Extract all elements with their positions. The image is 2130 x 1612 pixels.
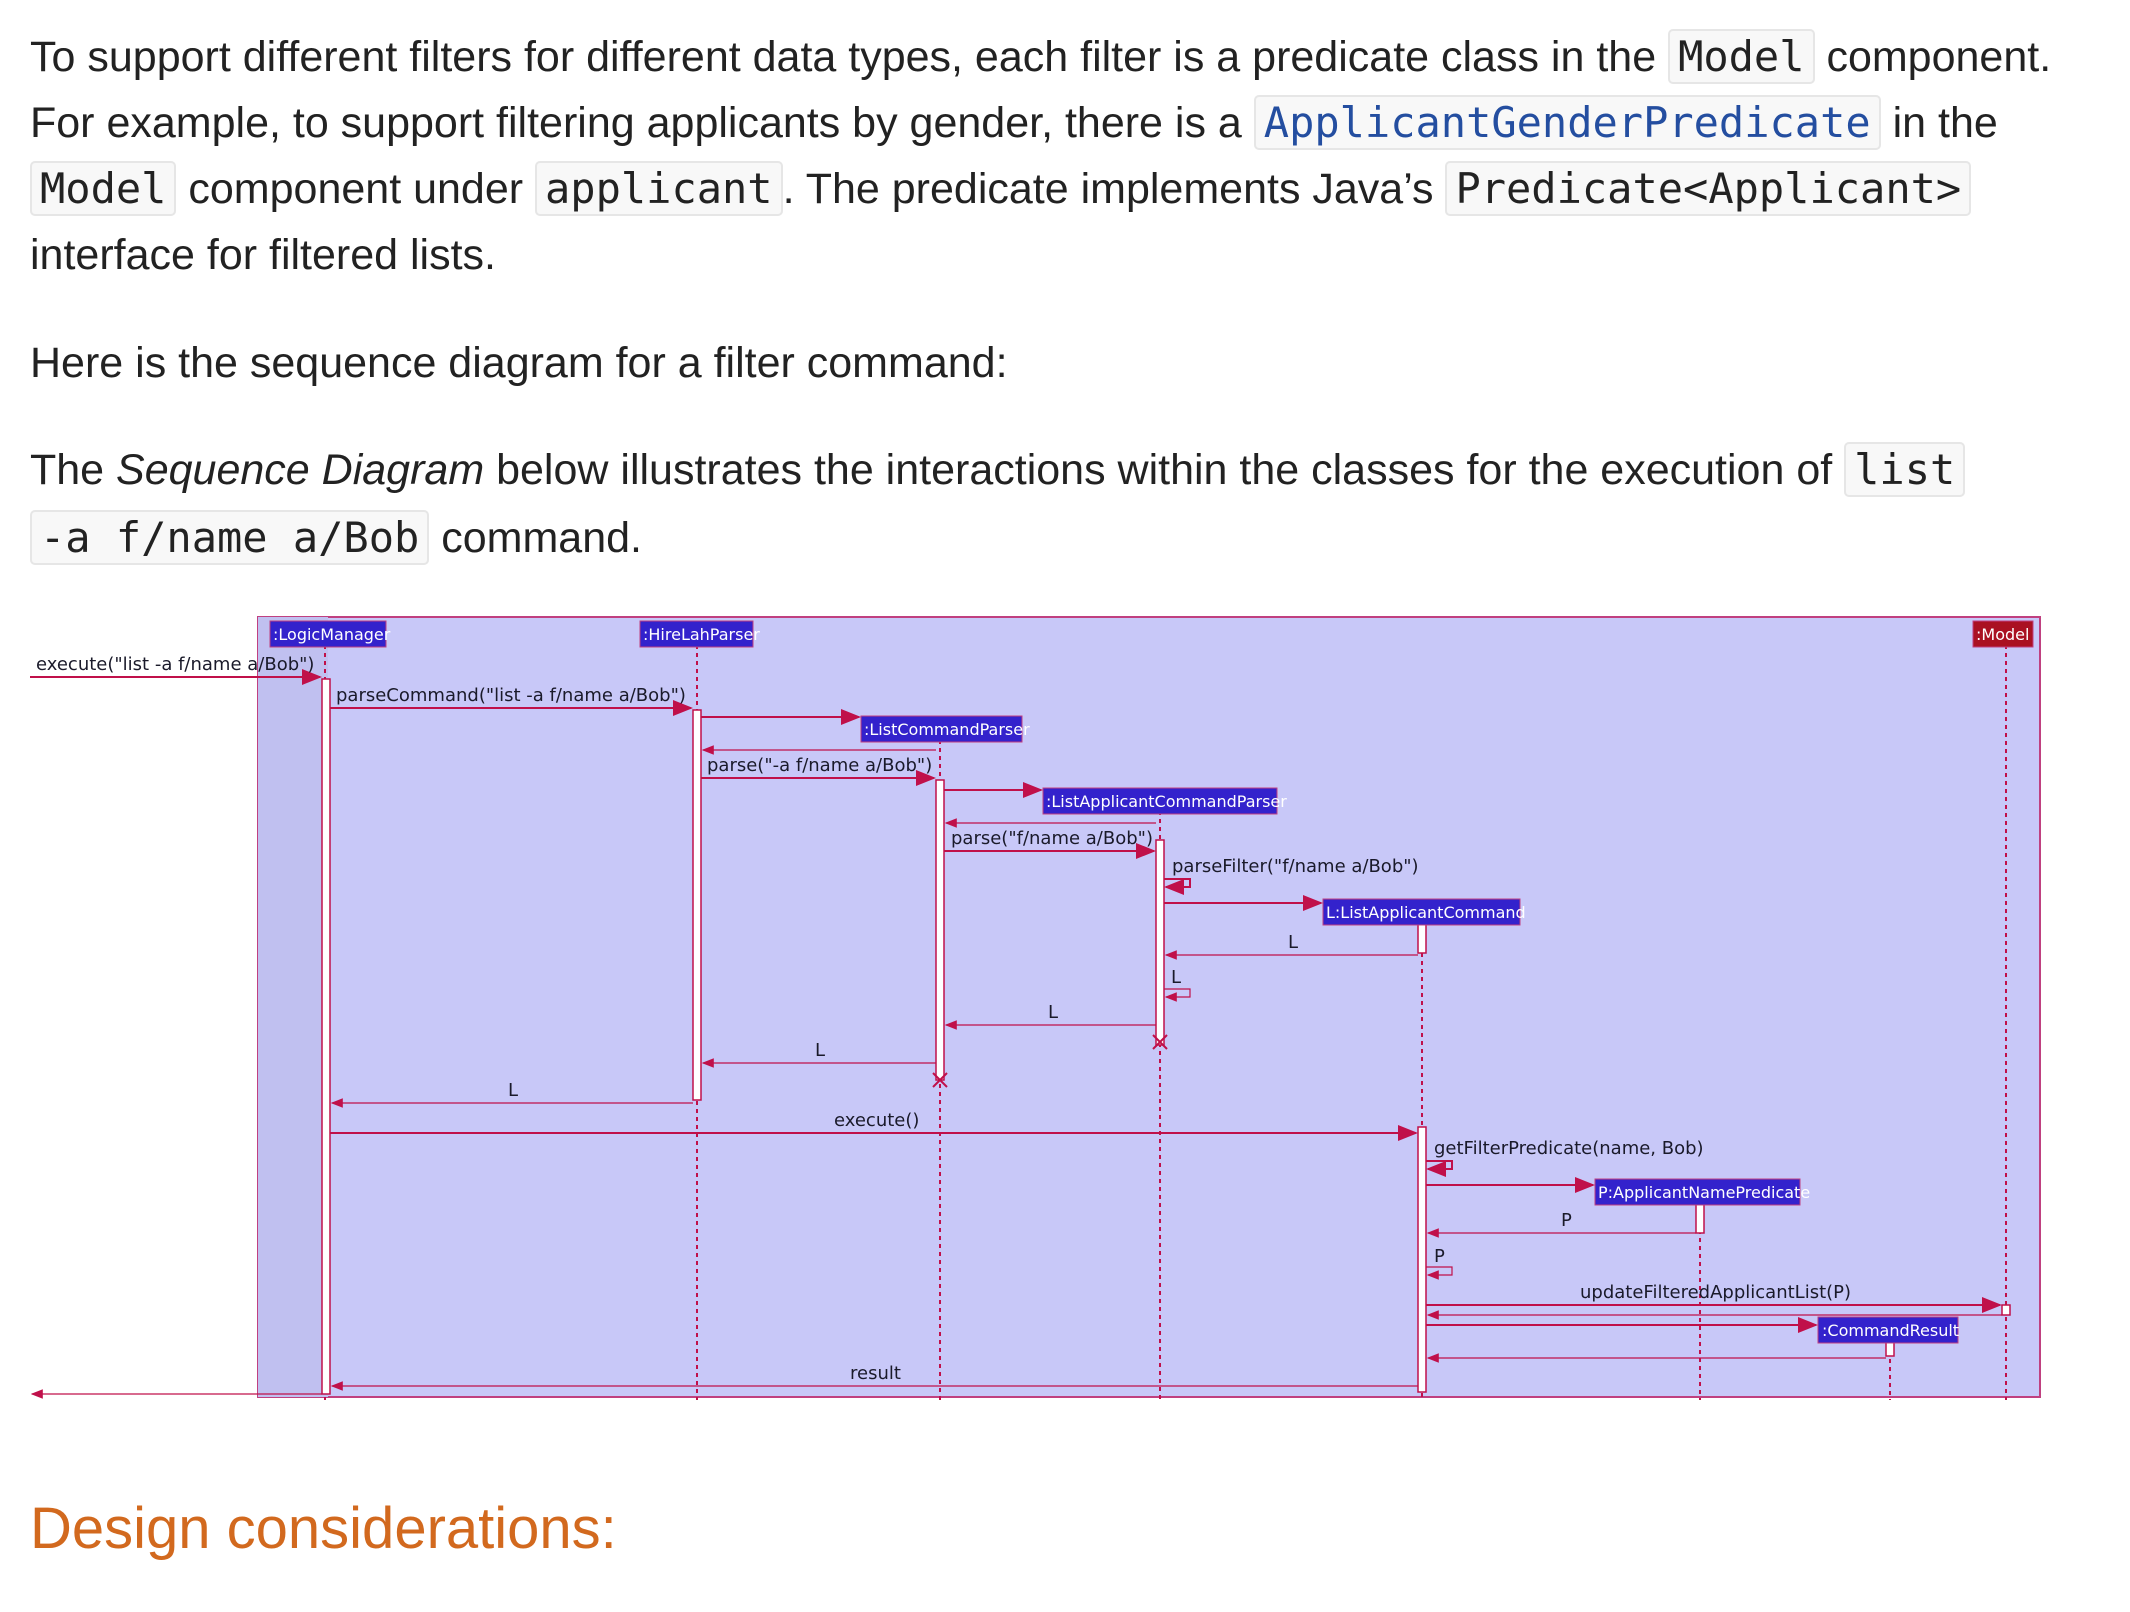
participant-model-box (1972, 620, 2034, 648)
label-return-l1: L (1288, 932, 1298, 953)
destroy-mark-listcommandparser (932, 1072, 948, 1088)
code-predicate-applicant: Predicate<Applicant> (1445, 161, 1972, 216)
arrow-parse-filter (1164, 878, 1191, 895)
text: component under (176, 165, 536, 213)
activation-commandresult (1885, 1341, 1895, 1357)
label-return-l4: L (815, 1040, 825, 1061)
label-get-filter-predicate: getFilterPredicate(name, Bob) (1434, 1138, 1704, 1159)
text: in the (1880, 99, 1998, 147)
participant-applicantnamepredicate: P:ApplicantNamePredicate (1598, 1183, 1810, 1202)
sequence-description-paragraph: The Sequence Diagram below illustrates t… (30, 437, 1966, 571)
participant-listapplicantcommandparser-box (1042, 787, 1278, 815)
activation-listapplicantcommandparser (1155, 839, 1165, 1046)
label-update-filtered: updateFilteredApplicantList(P) (1580, 1282, 1851, 1303)
label-parse-filter: parseFilter("f/name a/Bob") (1172, 856, 1419, 877)
label-execute-input: execute("list -a f/name a/Bob") (36, 654, 314, 675)
participant-listcommandparser: :ListCommandParser (864, 720, 1030, 739)
label-return-p1: P (1561, 1210, 1572, 1231)
participant-model: :Model (1976, 625, 2029, 644)
participant-hirelahparser: :HireLahParser (643, 625, 760, 644)
arrow-return-l2 (1164, 988, 1191, 1002)
text: below illustrates the interactions withi… (484, 446, 1845, 494)
participant-listapplicantcommand-box (1322, 898, 1521, 926)
frame-left-band (258, 617, 328, 1397)
participant-logicmanager: :LogicManager (273, 625, 391, 644)
code-model: Model (1668, 29, 1815, 84)
participant-listapplicantcommandparser: :ListApplicantCommandParser (1046, 792, 1287, 811)
label-result: result (850, 1363, 901, 1384)
text: To support different filters for differe… (30, 33, 1669, 81)
label-execute: execute() (834, 1110, 919, 1131)
activation-listcommandparser (935, 779, 945, 1081)
text: . The predicate implements Java’s (782, 165, 1446, 213)
applicant-gender-predicate-link[interactable]: ApplicantGenderPredicate (1253, 95, 1881, 150)
participant-listapplicantcommand: L:ListApplicantCommand (1326, 903, 1526, 922)
activation-hirelahparser (692, 709, 702, 1101)
sequence-diagram: :LogicManager :HireLahParser :ListComman… (30, 616, 2041, 1400)
label-return-l2: L (1171, 967, 1181, 988)
label-return-l3: L (1048, 1002, 1058, 1023)
participant-hirelahparser-box (639, 620, 754, 648)
label-return-l5: L (508, 1080, 518, 1101)
design-considerations-heading: Design considerations: (30, 1496, 617, 1561)
text: command. (429, 514, 642, 562)
label-return-p2: P (1434, 1246, 1445, 1267)
arrow-return-p2 (1426, 1266, 1453, 1280)
activation-listapplicantcommand (1417, 922, 1427, 954)
label-parse-command: parseCommand("list -a f/name a/Bob") (336, 685, 686, 706)
participant-logicmanager-box (269, 620, 387, 648)
destroy-mark-listapplicantcommandparser (1152, 1034, 1168, 1050)
activation-applicantnamepredicate (1695, 1202, 1705, 1234)
code-applicant: applicant (535, 161, 783, 216)
code-list-args: -a f/name a/Bob (30, 510, 430, 565)
participant-applicantnamepredicate-box (1594, 1178, 1801, 1206)
participant-listcommandparser-box (860, 715, 1023, 743)
label-parse-list: parse("-a f/name a/Bob") (707, 755, 932, 776)
sequence-intro-paragraph: Here is the sequence diagram for a filte… (30, 339, 1008, 387)
activation-logicmanager (321, 678, 331, 1395)
activation-model (2001, 1304, 2011, 1316)
activation-listapplicantcommand-2 (1417, 1126, 1427, 1393)
text: The (30, 446, 117, 494)
code-model-2: Model (30, 161, 177, 216)
code-list: list (1844, 442, 1966, 497)
participant-commandresult-box (1817, 1316, 1959, 1344)
emphasis: Sequence Diagram (116, 446, 485, 494)
participant-commandresult: :CommandResult (1822, 1321, 1959, 1340)
text: interface for filtered lists. (30, 231, 497, 279)
label-parse-applicant: parse("f/name a/Bob") (951, 828, 1153, 849)
diagram-frame (257, 616, 2041, 1398)
text: component. For example, to support filte… (30, 33, 2052, 147)
arrow-get-filter-predicate (1426, 1160, 1453, 1177)
intro-paragraph: To support different filters for differe… (30, 24, 2080, 288)
